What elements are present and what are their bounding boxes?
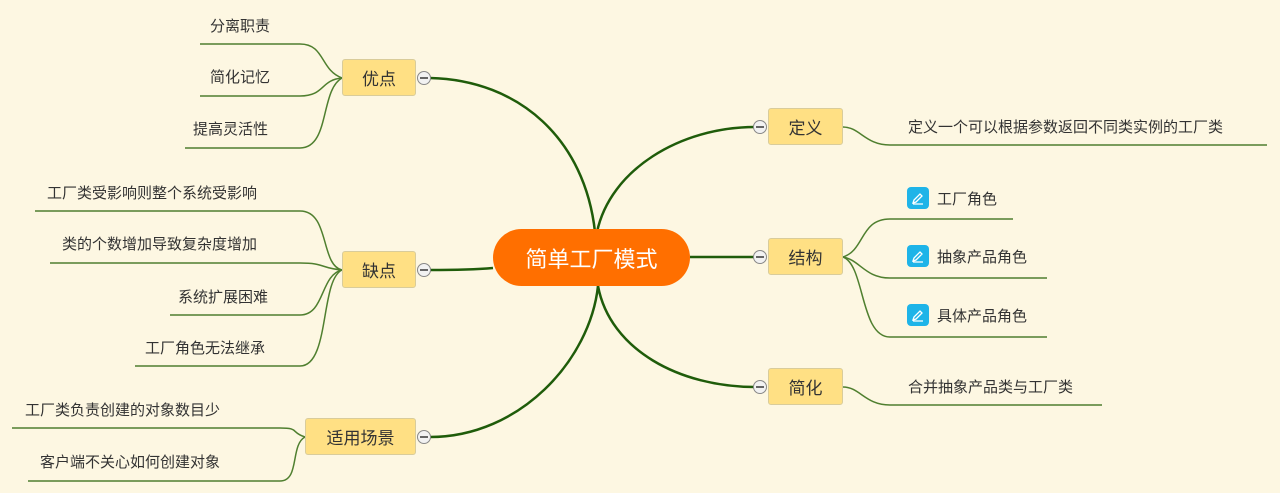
leaf-scenarios-2[interactable]: 客户端不关心如何创建对象 <box>40 453 221 471</box>
leaf-pros-1[interactable]: 分离职责 <box>210 17 271 35</box>
collapse-toggle-simplify[interactable] <box>753 380 767 394</box>
topic-pros[interactable]: 优点 <box>342 59 416 96</box>
leaf-cons-4[interactable]: 工厂角色无法继承 <box>145 339 266 357</box>
topic-definition[interactable]: 定义 <box>768 108 843 145</box>
leaf-structure-2[interactable]: 抽象产品角色 <box>907 245 1027 267</box>
central-topic[interactable]: 简单工厂模式 <box>493 229 690 286</box>
topic-cons[interactable]: 缺点 <box>342 251 416 288</box>
collapse-toggle-scenarios[interactable] <box>417 430 431 444</box>
collapse-toggle-cons[interactable] <box>417 263 431 277</box>
leaf-pros-2[interactable]: 简化记忆 <box>210 68 271 86</box>
leaf-definition-1[interactable]: 定义一个可以根据参数返回不同类实例的工厂类 <box>908 118 1224 136</box>
leaf-cons-3[interactable]: 系统扩展困难 <box>178 288 269 306</box>
leaf-cons-2[interactable]: 类的个数增加导致复杂度增加 <box>62 235 258 253</box>
leaf-structure-1[interactable]: 工厂角色 <box>907 187 997 209</box>
leaf-pros-3[interactable]: 提高灵活性 <box>193 120 269 138</box>
leaf-simplify-1[interactable]: 合并抽象产品类与工厂类 <box>908 378 1074 396</box>
leaf-label: 工厂角色 <box>937 189 998 208</box>
leaf-label: 具体产品角色 <box>937 306 1028 325</box>
note-edit-icon <box>907 304 929 326</box>
topic-scenarios[interactable]: 适用场景 <box>305 418 416 455</box>
collapse-toggle-definition[interactable] <box>753 120 767 134</box>
note-edit-icon <box>907 245 929 267</box>
leaf-scenarios-1[interactable]: 工厂类负责创建的对象数目少 <box>25 401 221 419</box>
leaf-structure-3[interactable]: 具体产品角色 <box>907 304 1027 326</box>
topic-simplify[interactable]: 简化 <box>768 368 843 405</box>
note-edit-icon <box>907 187 929 209</box>
leaf-cons-1[interactable]: 工厂类受影响则整个系统受影响 <box>47 184 258 202</box>
topic-structure[interactable]: 结构 <box>768 238 843 275</box>
leaf-label: 抽象产品角色 <box>937 247 1028 266</box>
collapse-toggle-pros[interactable] <box>417 71 431 85</box>
collapse-toggle-structure[interactable] <box>753 250 767 264</box>
